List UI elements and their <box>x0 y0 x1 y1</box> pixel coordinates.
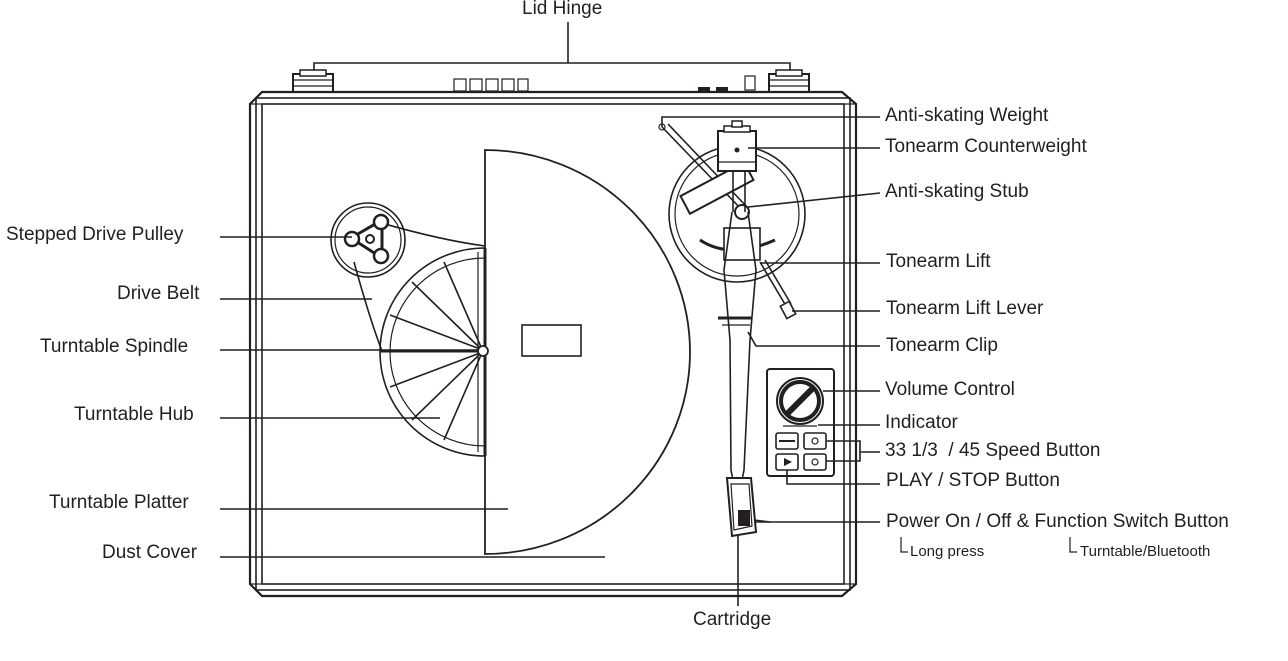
label-indicator: Indicator <box>885 412 958 433</box>
cartridge-headshell <box>725 477 771 538</box>
tonearm-counterweight <box>717 120 757 220</box>
label-lid-hinge: Lid Hinge <box>522 0 603 19</box>
label-drive-belt: Drive Belt <box>117 283 200 304</box>
label-volume-control: Volume Control <box>885 379 1015 400</box>
label-tonearm-clip: Tonearm Clip <box>886 335 998 356</box>
label-play-stop-button: PLAY / STOP Button <box>886 470 1060 491</box>
drive-belt <box>353 221 486 352</box>
stepped-drive-pulley <box>330 202 406 278</box>
label-turntable-bluetooth: Turntable/Bluetooth <box>1080 543 1211 560</box>
label-tonearm-counterweight: Tonearm Counterweight <box>885 136 1087 157</box>
rear-connectors <box>453 75 756 93</box>
label-dust-cover: Dust Cover <box>102 542 198 563</box>
label-stepped-drive-pulley: Stepped Drive Pulley <box>6 224 184 245</box>
lid-hinge-leader <box>313 22 791 76</box>
label-tonearm-lift-lever: Tonearm Lift Lever <box>886 298 1044 319</box>
right-leaders <box>661 116 881 606</box>
label-power-button: Power On / Off & Function Switch Button <box>886 511 1229 532</box>
label-cartridge: Cartridge <box>693 609 772 630</box>
power-sub-brackets <box>900 537 1077 553</box>
label-speed-button: 33 1/3 / 45 Speed Button <box>885 440 1101 461</box>
left-leaders <box>220 236 605 558</box>
label-long-press: Long press <box>910 543 985 560</box>
dust-cover <box>484 149 691 555</box>
label-turntable-hub: Turntable Hub <box>74 404 194 425</box>
tonearm-tube <box>718 211 757 481</box>
label-turntable-spindle: Turntable Spindle <box>40 336 189 357</box>
label-tonearm-lift: Tonearm Lift <box>886 251 991 272</box>
label-anti-skating-weight: Anti-skating Weight <box>885 105 1049 126</box>
label-anti-skating-stub: Anti-skating Stub <box>885 181 1029 202</box>
control-panel <box>766 368 835 477</box>
platter-hub <box>379 247 582 457</box>
label-turntable-platter: Turntable Platter <box>49 492 189 513</box>
